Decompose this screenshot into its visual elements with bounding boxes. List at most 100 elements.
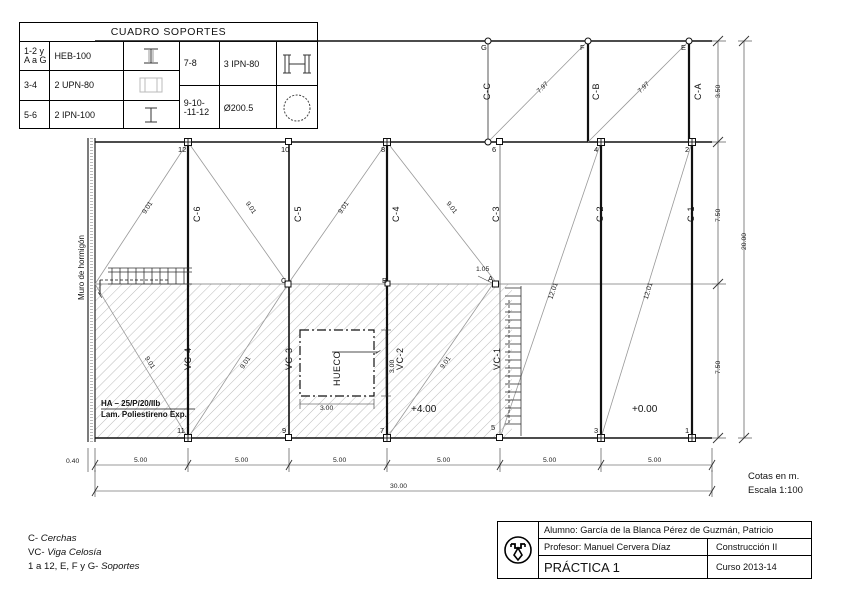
- alumno-text: Alumno: García de la Blanca Pérez de Guz…: [544, 525, 774, 535]
- cuadro-ref-1: 1-2 y A a G: [20, 42, 50, 72]
- node-label-G: G: [481, 43, 487, 52]
- legend-key-1: C-: [28, 533, 39, 544]
- node-label-8: 8: [381, 145, 386, 154]
- dim-span-3: 5.00: [333, 457, 347, 464]
- h-triple-icon: [277, 42, 317, 86]
- u-double-icon: [124, 71, 179, 101]
- truss-label-C-5: C-5: [293, 205, 303, 222]
- beam-label-VC-3: VC-3: [284, 347, 294, 370]
- node-label-E: E: [681, 43, 687, 52]
- node-label-C: C: [281, 276, 287, 285]
- upm-logo-icon: [498, 522, 539, 578]
- hueco-height-dim: 3.00: [389, 359, 396, 373]
- cuadro-col-section-right: 3 IPN-80 Ø200.5: [219, 42, 277, 128]
- node-label-A: A: [488, 274, 494, 283]
- cuadro-section-3: 2 IPN-100: [54, 110, 95, 121]
- legend-key-2: VC-: [28, 546, 45, 558]
- diag-dim-lower-1: 9.01: [142, 355, 156, 371]
- node-label-5: 5: [491, 423, 496, 432]
- truss-label-C-1: C-1: [686, 205, 696, 222]
- node-label-2: 2: [685, 145, 690, 154]
- node-label-9: 9: [282, 426, 287, 435]
- cuadro-section-1: HEB-100: [50, 42, 124, 72]
- i-beam-icon: [124, 42, 179, 72]
- cuadro-ref-5-line1: 9-10-: [183, 97, 205, 108]
- node-label-3: 3: [594, 426, 599, 435]
- diag-dim-upper-4: 9.01: [444, 200, 459, 216]
- cuadro-col-ref-left: 1-2 y A a G 3-4 5-6: [20, 42, 51, 128]
- cuadro-ref-1-line1: 1-2 y: [24, 45, 45, 56]
- escala: Escala 1:100: [748, 484, 803, 496]
- legend-row-1: C- Cerchas: [28, 532, 139, 546]
- cuadro-col-shape-right: [277, 42, 317, 128]
- beam-label-VC-4: VC-4: [183, 347, 193, 370]
- hueco-label: HUECO: [332, 350, 342, 386]
- asignatura-text: Construcción II: [707, 539, 811, 555]
- diag-dim-roof-2: 7.97: [636, 80, 652, 95]
- beam-label-VC-1: VC-1: [492, 347, 502, 370]
- cuadro-ref-5: 9-10- -11-12: [180, 86, 219, 130]
- roof-truss-label-C-C: C-C: [482, 82, 492, 101]
- dim-right-mid: 7.50: [715, 208, 722, 222]
- roof-truss-label-C-B: C-B: [591, 83, 601, 100]
- cuadro-ref-1-line2: A a G: [24, 55, 47, 66]
- scale-notes: Cotas en m. Escala 1:100: [748, 470, 803, 498]
- circle-icon: [277, 86, 317, 130]
- node-label-F: F: [580, 43, 585, 52]
- diag-dim-lower-3: 9.01: [439, 355, 453, 371]
- slab-spec-line2: Lam. Poliestireno Exp.: [101, 410, 187, 419]
- node-label-11: 11: [177, 426, 185, 435]
- dim-right-top: 3.50: [715, 84, 722, 98]
- diag-dim-upper-2: 9.01: [243, 200, 258, 216]
- practica-text: PRÁCTICA 1: [544, 559, 620, 575]
- truss-label-C-2: C-2: [595, 205, 605, 222]
- cuadro-col-shape-left: [124, 42, 180, 128]
- cuadro-soportes-table: CUADRO SOPORTES 1-2 y A a G 3-4 5-6 HEB-…: [19, 22, 318, 129]
- title-block-row-alumno: Alumno: García de la Blanca Pérez de Guz…: [539, 522, 811, 539]
- dim-total-length: 30.00: [390, 483, 408, 490]
- truss-label-C-4: C-4: [391, 205, 401, 222]
- legend-row-2: VC- Viga Celosía: [28, 546, 139, 560]
- wall-label: Muro de hormigón: [77, 235, 86, 300]
- cuadro-section-5: Ø200.5: [223, 103, 254, 113]
- profesor-text: Profesor: Manuel Cervera Díaz: [544, 542, 671, 552]
- legend-val-2: Viga Celosía: [47, 546, 102, 558]
- diag-dim-upper-3: 9.01: [337, 200, 351, 216]
- title-block-row-practica: PRÁCTICA 1 Curso 2013-14: [539, 556, 811, 578]
- dim-span-2: 5.00: [235, 457, 249, 464]
- title-block: Alumno: García de la Blanca Pérez de Guz…: [497, 521, 812, 579]
- legend-val-3: Soportes: [101, 560, 140, 572]
- legend-val-1: Cerchas: [40, 533, 77, 544]
- hueco-width-dim: 3.00: [320, 405, 334, 412]
- roof-truss-label-C-A: C-A: [693, 83, 703, 100]
- node-label-7: 7: [380, 426, 385, 435]
- i-beam-icon-2: [124, 101, 179, 130]
- cuadro-ref-4-line1: 7-8: [183, 57, 197, 68]
- cuadro-section-4: 3 IPN-80: [219, 42, 276, 86]
- diag-dim-upper-1: 9.01: [141, 200, 155, 216]
- cuadro-ref-4: 7-8: [179, 42, 219, 86]
- legend-key-3: 1 a 12, E, F y G-: [28, 560, 99, 572]
- elevation-lower: +0.00: [632, 404, 658, 415]
- node-label-B: B: [382, 276, 388, 285]
- diag-dim-tall-2: 12.01: [642, 281, 655, 301]
- cuadro-col-ref-right: 7-8 9-10- -11-12: [179, 42, 220, 130]
- truss-label-C-3: C-3: [491, 205, 501, 222]
- node-label-4: 4: [594, 145, 599, 154]
- diag-dim-tall-1: 12.01: [547, 281, 560, 301]
- curso-text: Curso 2013-14: [707, 556, 811, 578]
- cuadro-col-section-left: HEB-100 2 UPN-80 2 IPN-100: [50, 42, 125, 128]
- dim-right-total: 20.00: [741, 232, 748, 250]
- diag-dim-roof-1: 7.97: [535, 80, 551, 95]
- cuadro-section-2: 2 UPN-80: [50, 71, 124, 101]
- cuadro-ref-3: 5-6: [24, 110, 38, 121]
- title-block-row-profesor: Profesor: Manuel Cervera Díaz Construcci…: [539, 539, 811, 556]
- truss-label-C-6: C-6: [192, 205, 202, 222]
- dim-right-bot: 7.50: [715, 360, 722, 374]
- dim-span-4: 5.00: [437, 457, 451, 464]
- node-label-10: 10: [281, 145, 290, 154]
- callout-a-value: 1.05: [476, 266, 490, 273]
- legend: C- Cerchas VC- Viga Celosía 1 a 12, E, F…: [28, 532, 139, 574]
- dim-span-1: 5.00: [134, 457, 148, 464]
